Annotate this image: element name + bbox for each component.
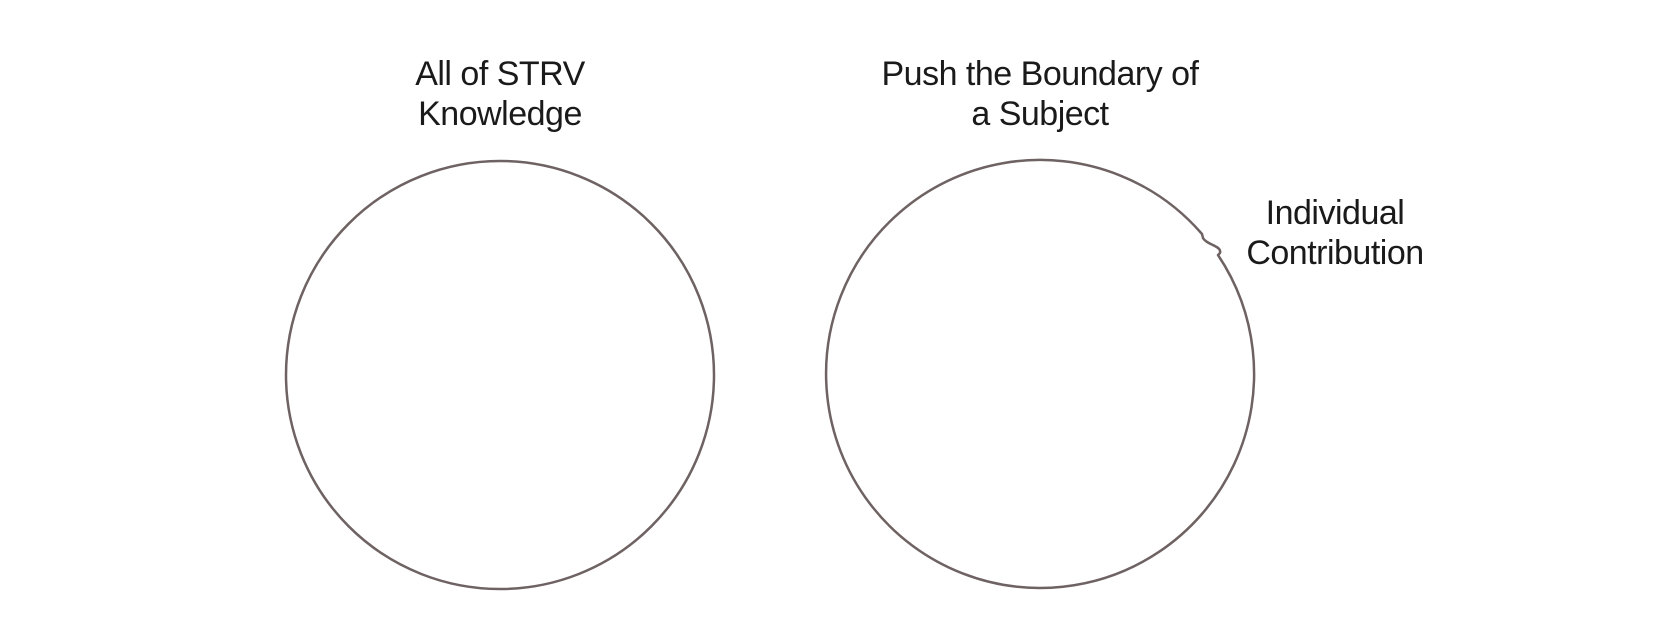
knowledge-label-line-1: All of STRV — [415, 55, 585, 93]
contribution-label-line-2: Contribution — [1246, 234, 1424, 272]
boundary-label-line-2: a Subject — [971, 95, 1109, 133]
boundary-label-line-1: Push the Boundary of — [881, 55, 1199, 93]
knowledge-circle — [284, 159, 716, 591]
boundary-circle-with-bump — [824, 158, 1256, 590]
knowledge-circle-label: All of STRV Knowledge — [340, 54, 660, 134]
contribution-label-line-1: Individual — [1265, 194, 1405, 232]
boundary-circle-label: Push the Boundary of a Subject — [850, 54, 1230, 134]
individual-contribution-label: Individual Contribution — [1230, 193, 1440, 273]
knowledge-label-line-2: Knowledge — [418, 95, 582, 133]
